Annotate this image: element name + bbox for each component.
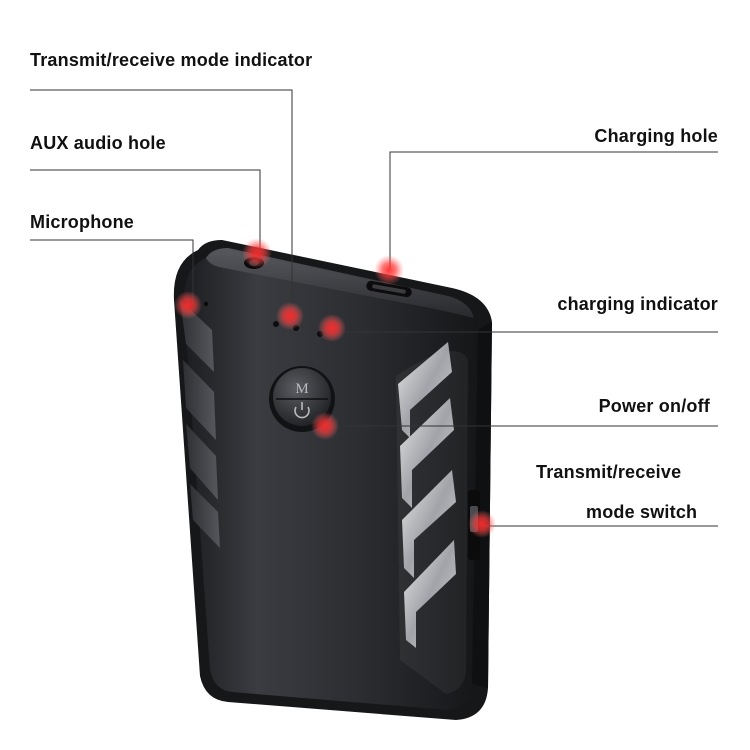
callout-line-charging-hole bbox=[389, 151, 718, 268]
hotspot-charging-indicator bbox=[318, 314, 346, 342]
label-switch-line2: mode switch bbox=[586, 502, 698, 522]
hotspots bbox=[174, 238, 496, 538]
callout-line-mode-indicator bbox=[30, 89, 293, 318]
callout-lines bbox=[30, 89, 718, 527]
callout-line-aux bbox=[30, 169, 261, 253]
power-icon bbox=[294, 402, 310, 419]
label-charging-indicator: charging indicator bbox=[557, 294, 718, 314]
label-charging-hole: Charging hole bbox=[594, 126, 718, 146]
right-grip-pattern bbox=[396, 342, 468, 694]
callout-line-microphone bbox=[30, 239, 194, 300]
hotspot-microphone bbox=[174, 291, 202, 319]
hotspot-mode-indicator bbox=[276, 302, 304, 330]
button-letter: M bbox=[295, 381, 308, 397]
hotspot-switch bbox=[468, 510, 496, 538]
label-aux: AUX audio hole bbox=[30, 133, 166, 153]
label-mode-indicator: Transmit/receive mode indicator bbox=[30, 50, 313, 70]
label-microphone: Microphone bbox=[30, 212, 134, 232]
label-power: Power on/off bbox=[598, 396, 710, 416]
microphone-hole bbox=[203, 301, 209, 307]
label-switch-line1: Transmit/receive bbox=[536, 462, 682, 482]
hotspot-aux bbox=[242, 238, 272, 268]
usb-charging-port bbox=[366, 280, 412, 298]
hotspot-charging-hole bbox=[374, 255, 404, 285]
hotspot-power bbox=[311, 412, 339, 440]
